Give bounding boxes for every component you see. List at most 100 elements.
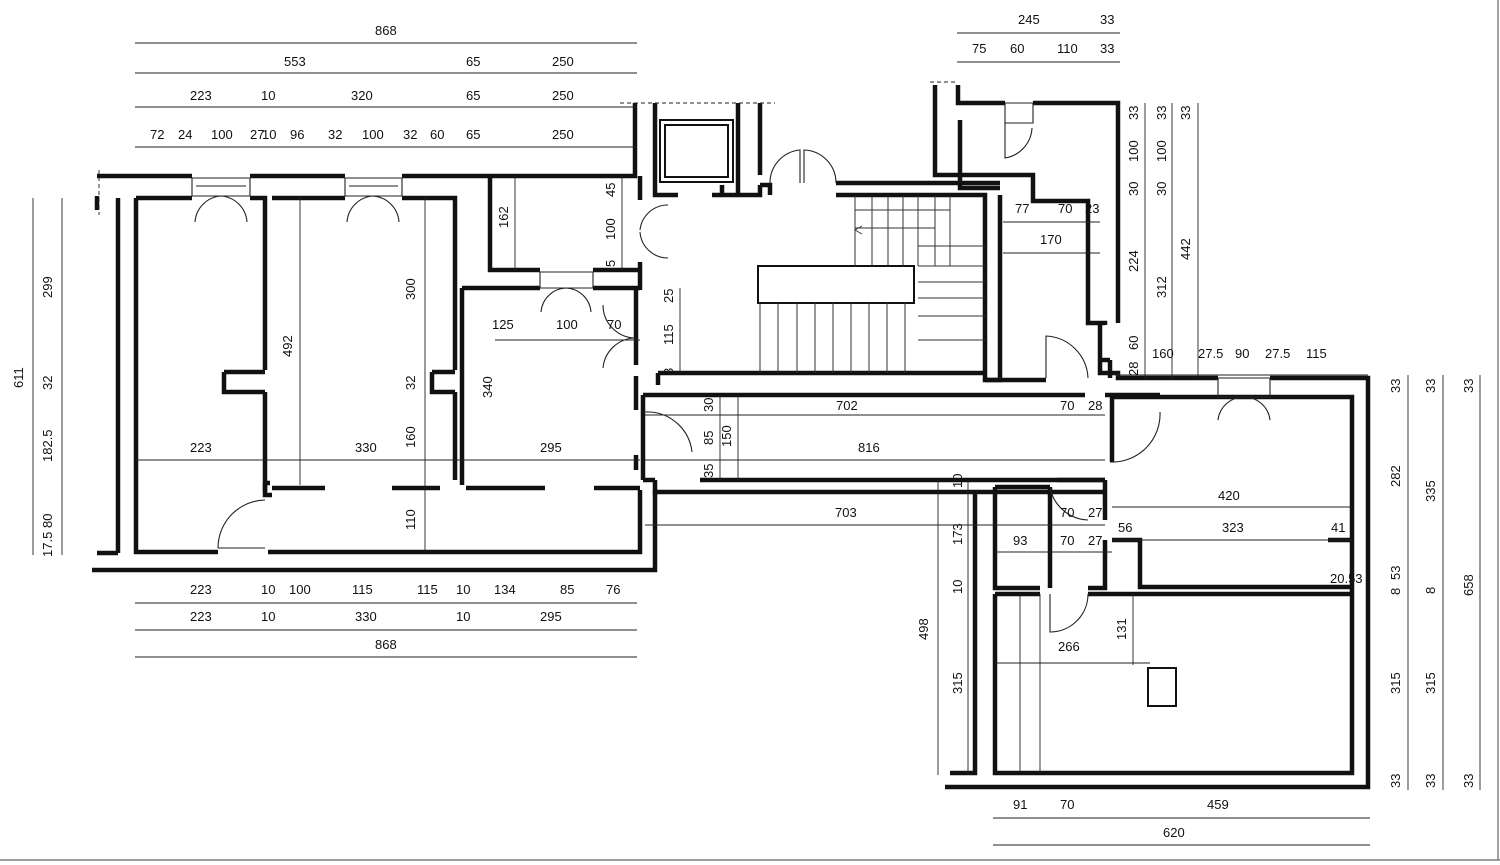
dim-label: 70: [1058, 201, 1072, 216]
dim-label: 250: [552, 88, 574, 103]
dim-label: 10: [456, 582, 470, 597]
dim-label: 315: [1388, 672, 1403, 694]
dim-label: 299: [40, 276, 55, 298]
dim-label: 33: [1423, 379, 1438, 393]
staircase: [759, 196, 985, 373]
dim-label: 223: [190, 440, 212, 455]
dim-label: 30: [1154, 182, 1169, 196]
dim-label: 20.53: [1330, 571, 1363, 586]
dim-label: 33: [1388, 379, 1403, 393]
dim-label: 162: [496, 206, 511, 228]
dim-label: 27.5: [1265, 346, 1290, 361]
dim-label: 45: [603, 183, 618, 197]
dim-label: 23: [1085, 201, 1099, 216]
dim-label: 85: [560, 582, 574, 597]
dim-label: 70: [607, 317, 621, 332]
dim-label: 702: [836, 398, 858, 413]
dim-label: 150: [719, 425, 734, 447]
dim-label: 420: [1218, 488, 1240, 503]
dim-label: 8: [1388, 588, 1403, 595]
dim-label: 10: [261, 88, 275, 103]
dim-label: 33: [1461, 379, 1476, 393]
dim-label: 131: [1114, 618, 1129, 640]
dim-label: 658: [1461, 574, 1476, 596]
stair-landing: [757, 265, 915, 304]
dim-label: 134: [494, 582, 516, 597]
dim-label: 65: [466, 54, 480, 69]
dim-label: 70: [1060, 797, 1074, 812]
walls: [92, 85, 1371, 790]
dim-label: 56: [1118, 520, 1132, 535]
elevator-shaft: [659, 119, 734, 183]
dim-label: 115: [352, 582, 373, 597]
dim-label: 27.5: [1198, 346, 1223, 361]
dim-label: 33: [1388, 774, 1403, 788]
dim-label: 32: [403, 127, 417, 142]
dim-label: 442: [1178, 238, 1193, 260]
dim-label: 27: [1088, 505, 1102, 520]
dim-label: 33: [1100, 12, 1114, 27]
dim-label: 60: [1010, 41, 1024, 56]
dim-label: 100: [289, 582, 311, 597]
dim-label: 245: [1018, 12, 1040, 27]
dim-label: 10: [950, 474, 965, 488]
dim-label: 80: [40, 514, 55, 528]
dim-label: 30: [701, 398, 716, 412]
dim-label: 65: [466, 127, 480, 142]
dim-label: 320: [351, 88, 373, 103]
elevator-cabin: [664, 124, 729, 178]
dim-bottom-total: 868: [375, 637, 397, 652]
dim-label: 300: [403, 278, 418, 300]
dim-label: 32: [403, 376, 418, 390]
dimension-lines: [32, 32, 1481, 846]
dim-label: 110: [403, 509, 418, 530]
dim-label: 96: [290, 127, 304, 142]
dim-label: 703: [835, 505, 857, 520]
dim-label: 100: [362, 127, 384, 142]
dim-label: 335: [1423, 480, 1438, 502]
dim-label: 10: [261, 609, 275, 624]
dim-label: 611: [11, 367, 26, 388]
dim-label: 266: [1058, 639, 1080, 654]
dim-label: 100: [211, 127, 233, 142]
dim-label: 223: [190, 582, 212, 597]
dim-label: 115: [417, 582, 438, 597]
dim-label: 30: [1126, 182, 1141, 196]
dimension-text: 868 553 65 250 223 10 320 65 250 72 24 1…: [11, 12, 1476, 840]
dim-label: 115: [661, 324, 676, 345]
dim-label: 315: [1423, 672, 1438, 694]
dim-label: 182.5: [40, 429, 55, 462]
dim-label: 100: [603, 218, 618, 240]
dim-label: 72: [150, 127, 164, 142]
dim-top-total: 868: [375, 23, 397, 38]
dim-label: 10: [950, 580, 965, 594]
dim-label: 100: [556, 317, 578, 332]
dim-label: 70: [1060, 398, 1074, 413]
dim-label: 250: [552, 54, 574, 69]
dim-label: 32: [328, 127, 342, 142]
dim-label: 330: [355, 440, 377, 455]
dim-label: 33: [1423, 774, 1438, 788]
dim-label: 65: [466, 88, 480, 103]
dim-label: 250: [552, 127, 574, 142]
dim-label: 70: [1060, 505, 1074, 520]
dim-label: 93: [1013, 533, 1027, 548]
dim-label: 90: [1235, 346, 1249, 361]
dim-label: 33: [1154, 106, 1169, 120]
dim-label: 60: [1126, 336, 1141, 350]
dim-label: 115: [1306, 346, 1327, 361]
dim-label: 498: [916, 618, 931, 640]
doors-and-windows: [191, 102, 1271, 633]
dim-label: 160: [403, 426, 418, 448]
dim-label: 27: [250, 127, 264, 142]
interior-lines: [98, 81, 1177, 773]
dim-label: 173: [950, 523, 965, 545]
dim-label: 459: [1207, 797, 1229, 812]
dim-label: 24: [178, 127, 192, 142]
column-block: [1147, 667, 1177, 707]
dim-label: 75: [972, 41, 986, 56]
dim-label: 32: [40, 376, 55, 390]
dim-label: 53: [1388, 566, 1403, 580]
dim-label: 25: [661, 289, 676, 303]
